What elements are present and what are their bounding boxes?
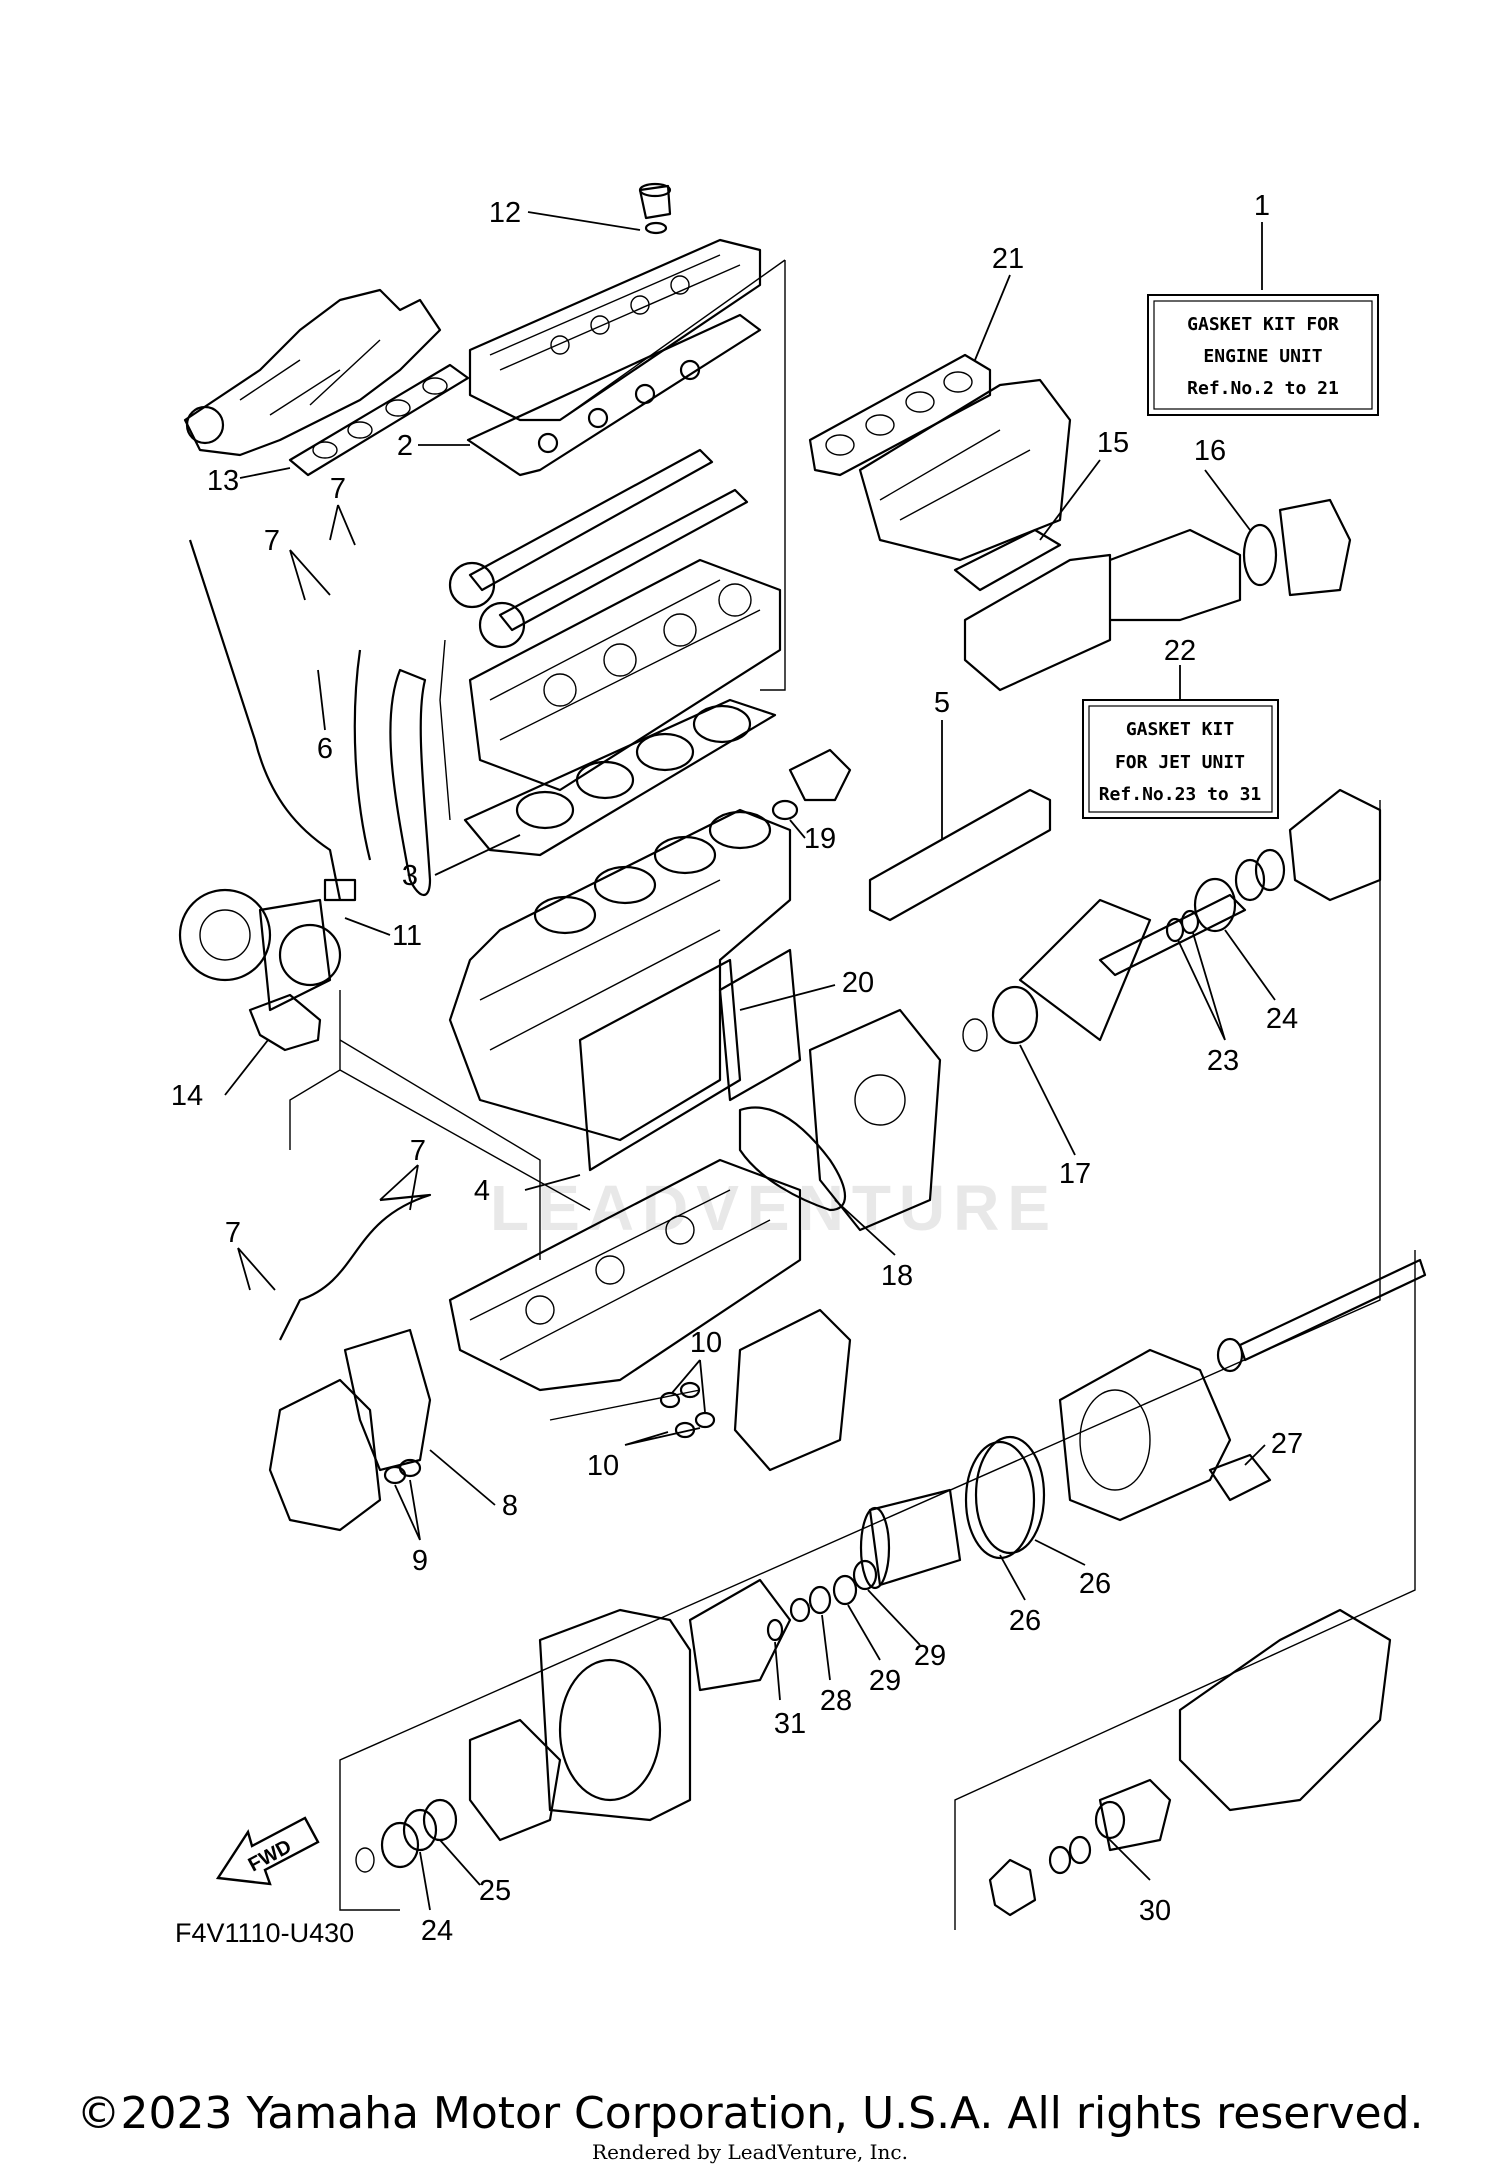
side-cover-gasket xyxy=(578,948,802,1172)
engine-kit-line-1: GASKET KIT FOR xyxy=(1187,314,1339,335)
callout-13: 13 xyxy=(207,465,239,497)
callout-26-a: 26 xyxy=(1079,1568,1111,1600)
exhaust-joint-gasket xyxy=(1242,498,1352,597)
crankcase xyxy=(448,1158,802,1392)
oil-separator-cover xyxy=(868,788,1052,922)
bearing-housing-lower xyxy=(355,1718,562,1873)
jet-pump-housing xyxy=(1058,1348,1232,1522)
callout-5: 5 xyxy=(934,687,950,719)
engine-kit-line-2: ENGINE UNIT xyxy=(1203,346,1322,367)
dipstick-tube xyxy=(188,539,357,902)
intake-housing xyxy=(538,1608,692,1822)
cylinder-block xyxy=(448,808,792,1142)
callout-12: 12 xyxy=(489,197,521,229)
oil-seals-29 xyxy=(832,1559,878,1606)
callout-10-a: 10 xyxy=(690,1327,722,1359)
exhaust-pipe xyxy=(963,528,1242,692)
engine-gasket-kit-box: GASKET KIT FOR ENGINE UNIT Ref.No.2 to 2… xyxy=(1147,294,1379,416)
timing-chain xyxy=(353,639,451,897)
fwd-arrow: FWD xyxy=(215,1816,320,1886)
callout-numbers: 12 2 13 7 7 6 3 11 14 21 15 16 19 5 20 4… xyxy=(171,197,1303,1947)
jet-gasket-kit-box: GASKET KIT FOR JET UNIT Ref.No.23 to 31 xyxy=(1082,699,1279,819)
callout-18: 18 xyxy=(881,1260,913,1292)
bearing-28 xyxy=(789,1585,832,1623)
intake-manifold-gasket xyxy=(288,363,470,477)
callout-30: 30 xyxy=(1139,1895,1171,1927)
callout-kit-1: 1 xyxy=(1254,190,1270,222)
callout-7-c: 7 xyxy=(410,1135,426,1167)
oil-filler-cap xyxy=(638,182,672,235)
intake-manifold xyxy=(183,288,442,457)
callout-4: 4 xyxy=(474,1175,490,1207)
callout-29-b: 29 xyxy=(869,1665,901,1697)
callout-26-b: 26 xyxy=(1009,1605,1041,1637)
o-rings-9 xyxy=(383,1458,422,1485)
jet-nozzle xyxy=(988,1608,1392,1917)
leader-lines xyxy=(224,211,1276,1911)
o-rings-10 xyxy=(659,1381,716,1439)
callout-7-a: 7 xyxy=(330,473,346,505)
callout-23: 23 xyxy=(1207,1045,1239,1077)
copyright-notice: ©2023 Yamaha Motor Corporation, U.S.A. A… xyxy=(76,2088,1424,2139)
head-cover-gasket xyxy=(466,313,762,477)
callout-kit-22: 22 xyxy=(1164,635,1196,667)
callout-28: 28 xyxy=(820,1685,852,1717)
jet-kit-line-1: GASKET KIT xyxy=(1126,719,1235,740)
callout-9: 9 xyxy=(412,1545,428,1577)
callout-21: 21 xyxy=(992,243,1024,275)
camshafts xyxy=(448,448,749,649)
jet-kit-line-3: Ref.No.23 to 31 xyxy=(1099,784,1262,805)
oil-hose xyxy=(279,1193,432,1341)
callout-7-b: 7 xyxy=(264,525,280,557)
driveshaft-assembly xyxy=(962,877,1247,1052)
coupler-housing xyxy=(808,1008,942,1232)
cylinder-head xyxy=(468,558,782,792)
exhaust-manifold xyxy=(858,378,1072,562)
grouping-brackets xyxy=(289,259,1416,1930)
turbo-gasket xyxy=(248,993,322,1052)
callout-6: 6 xyxy=(317,733,333,765)
crankcase-cover-gasket xyxy=(738,1106,846,1212)
callout-14: 14 xyxy=(171,1080,203,1112)
pump-housing xyxy=(268,1328,432,1532)
sensor-with-o-ring xyxy=(771,748,852,821)
callout-8: 8 xyxy=(502,1490,518,1522)
liner-o-rings xyxy=(964,1435,1046,1560)
callout-20: 20 xyxy=(842,967,874,999)
rendered-by-note: Rendered by LeadVenture, Inc. xyxy=(592,2140,908,2164)
callout-29-a: 29 xyxy=(914,1640,946,1672)
callout-15: 15 xyxy=(1097,427,1129,459)
engine-kit-line-3: Ref.No.2 to 21 xyxy=(1187,378,1339,399)
callout-2: 2 xyxy=(397,430,413,462)
callout-10-b: 10 xyxy=(587,1450,619,1482)
cylinder-head-cover xyxy=(468,238,762,422)
callout-24-a: 24 xyxy=(1266,1003,1298,1035)
exhaust-manifold-gasket xyxy=(808,353,992,477)
impeller-shaft xyxy=(1216,1258,1427,1373)
jet-kit-line-2: FOR JET UNIT xyxy=(1115,752,1245,773)
callout-27: 27 xyxy=(1271,1428,1303,1460)
diagram-id: F4V1110-U430 xyxy=(175,1918,354,1948)
callout-11: 11 xyxy=(392,920,422,952)
cylinder-head-gasket xyxy=(463,698,777,857)
callout-17: 17 xyxy=(1059,1158,1091,1190)
turbocharger xyxy=(178,888,342,1012)
impeller xyxy=(688,1578,792,1692)
jet-gasket-27 xyxy=(1208,1453,1272,1502)
callout-24-b: 24 xyxy=(421,1915,453,1947)
pump-liner xyxy=(859,1488,962,1590)
exhaust-pipe-gasket xyxy=(953,528,1062,592)
callout-16: 16 xyxy=(1194,435,1226,467)
oil-cooler xyxy=(733,1308,852,1472)
callout-31: 31 xyxy=(774,1708,806,1740)
callout-3: 3 xyxy=(402,860,418,892)
callout-7-d: 7 xyxy=(225,1217,241,1249)
callout-25: 25 xyxy=(479,1875,511,1907)
callout-19: 19 xyxy=(804,823,836,855)
